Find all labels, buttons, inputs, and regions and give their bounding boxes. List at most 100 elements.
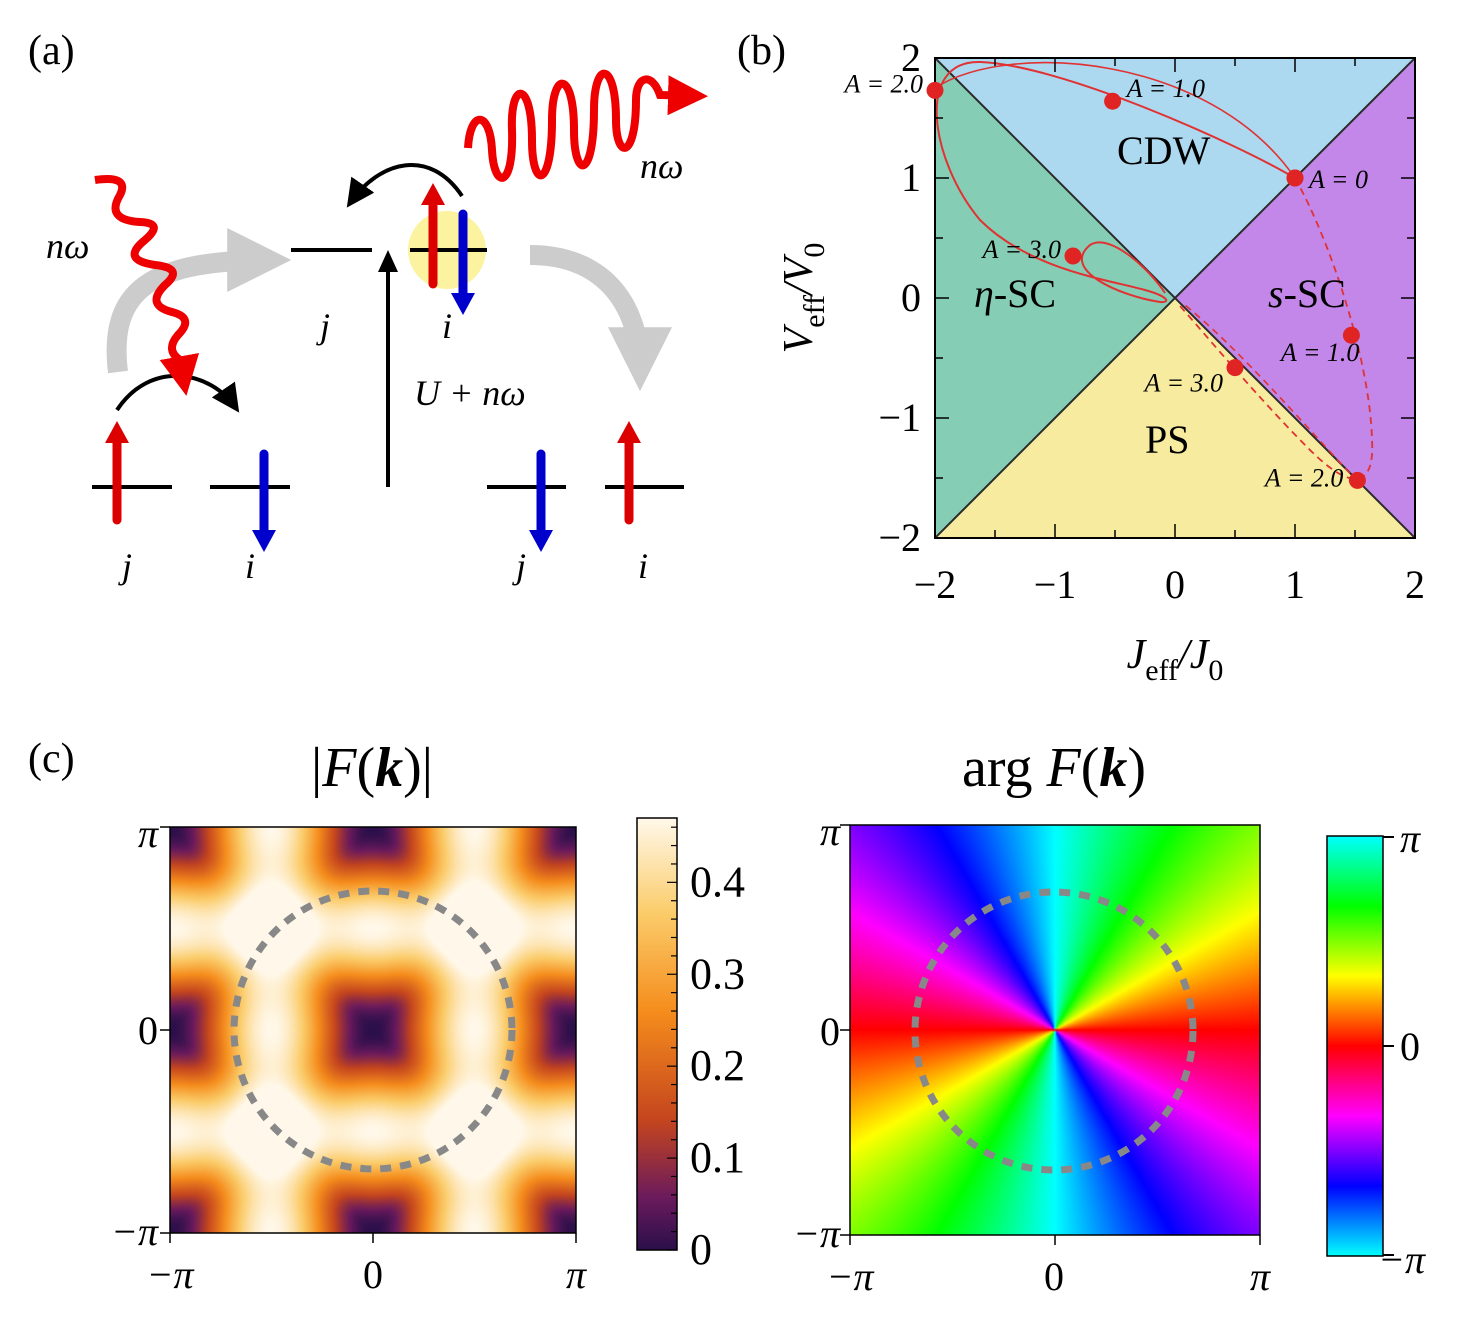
photon-label-in: nω: [46, 226, 89, 266]
plot-b-ticks: [934, 57, 1416, 539]
phase-cb-label-pi: π: [1400, 816, 1421, 861]
panel-label-c: (c): [28, 736, 75, 782]
phase-colorbar: [1326, 835, 1384, 1257]
ph-xtick-0: 0: [1044, 1254, 1064, 1299]
phase-cb-label-0: 0: [1400, 1024, 1420, 1069]
colorbar-tick-label: 0.4: [690, 857, 745, 906]
phase-ticks: [840, 824, 1261, 1245]
trajectory-point-label: A = 3.0: [981, 235, 1061, 264]
phase-title: arg F(k): [962, 737, 1146, 799]
region-label-cdw: CDW: [1117, 128, 1211, 173]
panel-label-a: (a): [28, 28, 75, 74]
panel-b-phase-diagram: −2 −1 0 1 2 −2 −1 0 1 2 A = 2.0 A = 1.0 A = 0 A = 3.…: [776, 35, 1425, 687]
trajectory-point-label: A = 1.0: [1279, 338, 1359, 367]
mag-ytick-0: 0: [138, 1008, 158, 1053]
x-tick-label: 2: [1405, 562, 1425, 607]
plot-b-tick-labels: −2 −1 0 1 2 −2 −1 0 1 2: [878, 35, 1425, 607]
magnitude-colorbar: [636, 817, 678, 1251]
magnitude-heatmap: [170, 827, 576, 1233]
ph-ytick-pi: π: [820, 809, 841, 854]
mag-xtick-mpi: −π: [146, 1252, 194, 1297]
x-tick-label: −2: [914, 562, 957, 607]
magnitude-dashed-circle: [230, 887, 516, 1173]
region-s-sc: [1175, 58, 1415, 538]
eta-suffix: -SC: [994, 271, 1056, 316]
trajectory-point: [1286, 169, 1304, 187]
spin-down-arrowhead: [451, 293, 475, 315]
ph-xtick-pi: π: [1250, 1254, 1271, 1299]
panel-c-magnitude: |F(k)| π 0 −π −π 0 π 00.10.20.30.4: [111, 737, 745, 1297]
colorbar-tick-label: 0.3: [690, 949, 745, 998]
phase-dashed-circle: [911, 888, 1197, 1174]
panel-c-phase: arg F(k) π 0 −π −π 0 π π 0 −π: [793, 737, 1426, 1299]
site-i-upper: i: [442, 306, 452, 346]
spin-down-arrowhead-il: [252, 530, 276, 552]
trajectory-solid-2: [935, 61, 1296, 179]
y-tick-label: −1: [878, 395, 921, 440]
y-axis-label: Veff/V0: [776, 243, 831, 354]
spin-up-arrowhead: [421, 183, 445, 205]
colorbar-tick-label: 0.2: [690, 1041, 745, 1090]
photon-label-out: nω: [640, 146, 683, 186]
boundary-diag-2: [935, 58, 1415, 538]
phase-cb-label-mpi: −π: [1378, 1237, 1426, 1282]
trajectory-point: [1226, 359, 1244, 377]
s-letter: s: [1268, 271, 1284, 316]
trajectory-point-label: A = 1.0: [1125, 74, 1205, 103]
trajectory-point-label: A = 0: [1307, 165, 1368, 194]
phase-heatmap-fo: [850, 825, 1260, 1235]
x-tick-label: 1: [1285, 562, 1305, 607]
y-tick-label: 0: [901, 275, 921, 320]
transfer-arrow-right: [529, 245, 672, 392]
panel-label-b: (b): [737, 28, 786, 74]
mag-xtick-pi: π: [566, 1252, 587, 1297]
ph-xtick-mpi: −π: [826, 1254, 874, 1299]
trajectory-point-label: A = 3.0: [1143, 369, 1223, 398]
trajectory-point: [1342, 326, 1360, 344]
transfer-arrow-left: [106, 228, 292, 374]
region-label-ps: PS: [1145, 417, 1190, 462]
region-eta-sc: [935, 58, 1175, 538]
y-tick-label: 2: [901, 35, 921, 80]
energy-arrowhead: [378, 250, 398, 272]
x-tick-label: 0: [1165, 562, 1185, 607]
photon-outgoing: [464, 69, 708, 182]
x-tick-label: −1: [1034, 562, 1077, 607]
mag-xtick-0: 0: [363, 1252, 383, 1297]
y-tick-label: 1: [901, 155, 921, 200]
trajectory-dashed-2: [1184, 304, 1359, 483]
spin-up-arrowhead-jl: [105, 421, 129, 443]
region-cdw: [935, 58, 1415, 298]
spin-down-arrowhead-jr: [529, 530, 553, 552]
plot-b-points: A = 2.0 A = 1.0 A = 0 A = 3.0 A = 1.0 A = 2.0…: [843, 69, 1368, 492]
trajectory-point-label: A = 2.0: [843, 69, 923, 98]
trajectory-point: [1064, 247, 1082, 265]
energy-label: U + nω: [414, 373, 526, 413]
region-ps: [935, 298, 1415, 538]
region-label-s-sc: s-SC: [1268, 271, 1346, 316]
trajectory-solid: [935, 60, 1296, 304]
spin-up-arrowhead-ir: [617, 421, 641, 443]
ph-ytick-mpi: −π: [793, 1211, 841, 1256]
trajectory-point: [926, 81, 944, 99]
panel-a-diagram: j i U + nω j i j i nω nω: [46, 69, 708, 586]
eta-greek: η: [974, 271, 994, 316]
y-tick-label: −2: [878, 515, 921, 560]
mag-ytick-pi: π: [138, 811, 159, 856]
site-j-lower-left: j: [118, 546, 132, 586]
x-axis-label: Jeff/J0: [1127, 632, 1224, 687]
magnitude-colorbar-ticks: 0 0.1 0.2 0.3 0.4: [667, 826, 745, 1274]
hop-arrow-upper: [346, 163, 464, 208]
site-j-lower-right: j: [512, 546, 526, 586]
site-i-lower-left: i: [245, 546, 255, 586]
magnitude-ticks: [160, 826, 577, 1243]
photon-incoming: [94, 175, 200, 396]
trajectory-point-label: A = 2.0: [1263, 463, 1343, 492]
trajectory-point: [1104, 92, 1122, 110]
magnitude-title: |F(k)|: [311, 737, 433, 799]
colorbar-tick-label: 0.1: [690, 1133, 745, 1182]
region-label-eta-sc: η-SC: [974, 271, 1056, 316]
colorbar-tick-label: 0: [690, 1225, 712, 1274]
ph-ytick-0: 0: [820, 1009, 840, 1054]
